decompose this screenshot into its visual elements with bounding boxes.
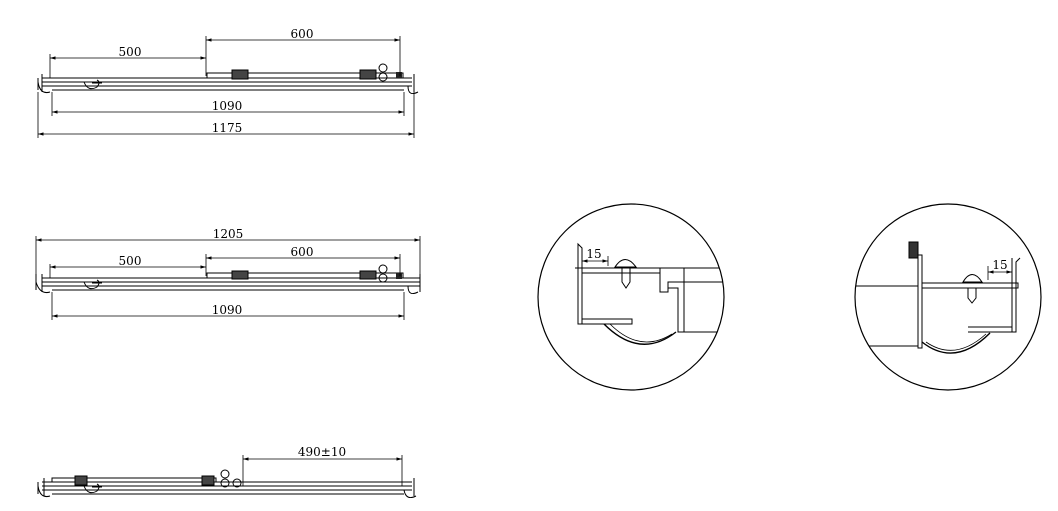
detail-right-circle: 15 [854,203,1042,391]
roller-icon [74,475,88,486]
roller-icon [359,69,377,80]
open-layout-drawing: 1205 600 500 1090 [35,227,421,320]
roller-icon [231,270,249,280]
dim-closed-1090: 1090 [212,99,243,113]
roller-icon [359,270,377,280]
dim-open-1205: 1205 [213,227,244,241]
closed-layout-drawing: 500 600 1090 1175 [37,27,419,138]
dim-detail-left-15: 15 [586,247,601,261]
knob-icon [220,469,230,479]
roller-icon [201,475,215,486]
dim-closed-500: 500 [119,45,142,59]
detail-left-circle: 15 [537,203,725,391]
dim-open-500: 500 [119,254,142,268]
dim-detail-right-15: 15 [992,258,1007,272]
roller-icon [231,69,249,80]
knob-icon [378,264,388,274]
opening-layout-drawing: 490±10 [37,445,417,498]
dim-closed-600: 600 [291,27,314,41]
dim-closed-1175: 1175 [212,121,243,135]
dim-opening-490: 490±10 [298,445,346,459]
dim-open-1090: 1090 [212,303,243,317]
knob-icon [378,63,388,73]
seal-icon [908,241,919,259]
dim-open-600: 600 [291,245,314,259]
